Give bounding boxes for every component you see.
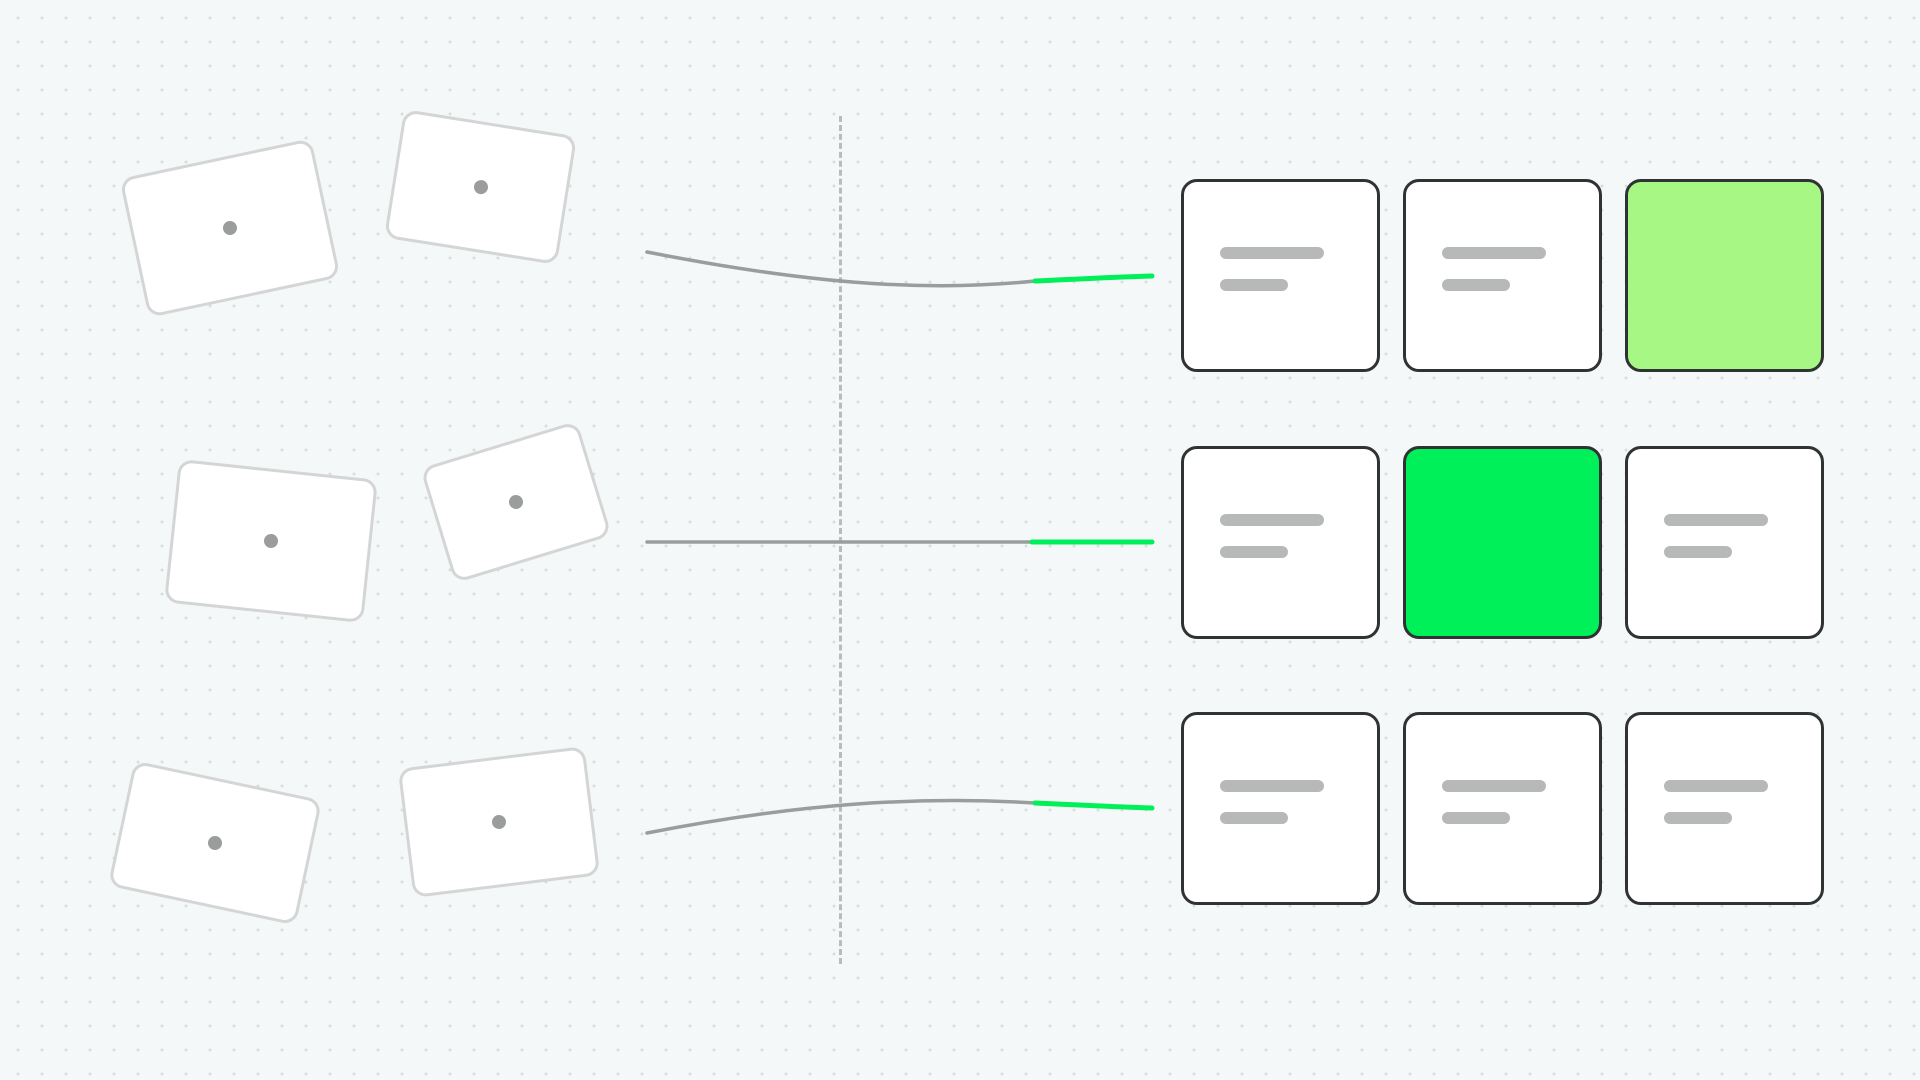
grid-card[interactable] — [1403, 179, 1602, 372]
grid-card[interactable] — [1181, 446, 1380, 639]
text-placeholder-line — [1220, 514, 1324, 526]
text-placeholder-line — [1664, 514, 1768, 526]
grid-card-highlighted[interactable] — [1403, 446, 1602, 639]
text-placeholder-line — [1220, 546, 1288, 558]
grid-card-highlighted[interactable] — [1625, 179, 1824, 372]
text-placeholder-line — [1442, 247, 1546, 259]
text-placeholder-line — [1220, 247, 1324, 259]
grid-card[interactable] — [1181, 712, 1380, 905]
text-placeholder-line — [1664, 812, 1732, 824]
text-placeholder-line — [1442, 780, 1546, 792]
text-placeholder-line — [1442, 812, 1510, 824]
connector-accent-row-1 — [1032, 273, 1155, 284]
text-placeholder-line — [1220, 780, 1324, 792]
text-placeholder-line — [1220, 812, 1288, 824]
grid-card[interactable] — [1625, 712, 1824, 905]
connector-accent-row-3 — [1032, 800, 1155, 811]
connector-line-row-1 — [645, 250, 1037, 288]
grid-card[interactable] — [1403, 712, 1602, 905]
connector-line-row-3 — [645, 798, 1037, 835]
text-placeholder-line — [1664, 780, 1768, 792]
text-placeholder-line — [1442, 279, 1510, 291]
grid-card[interactable] — [1625, 446, 1824, 639]
dashed-divider — [839, 116, 842, 964]
text-placeholder-line — [1220, 279, 1288, 291]
text-placeholder-line — [1664, 546, 1732, 558]
grid-card[interactable] — [1181, 179, 1380, 372]
